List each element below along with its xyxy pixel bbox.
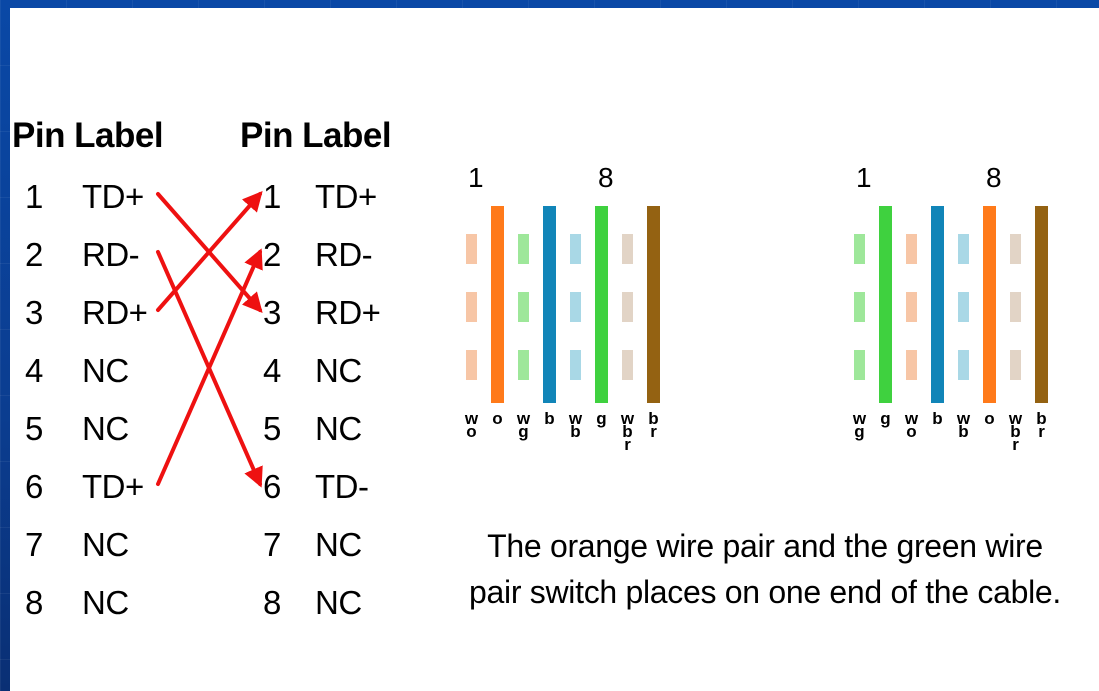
right-pin-number: 5 (263, 410, 281, 447)
wire-code: g (596, 409, 607, 428)
wire-solid (1035, 206, 1048, 403)
wire-stripe (906, 350, 917, 380)
wire-code: w b (956, 409, 971, 441)
wire-stripe (570, 350, 581, 380)
wire-stripe (518, 292, 529, 322)
right-pin-label: NC (315, 584, 362, 621)
wire-code: g (880, 409, 891, 428)
wire-solid (491, 206, 504, 403)
right-pin-number: 7 (263, 526, 281, 563)
wire-code: o (492, 409, 503, 428)
left-pin-number: 6 (25, 468, 43, 505)
right-pin-label: TD+ (315, 178, 377, 215)
right-pin-label: NC (315, 410, 362, 447)
wire-solid (595, 206, 608, 403)
right-table-header: Pin Label (240, 116, 392, 155)
wire-stripe (518, 350, 529, 380)
wire-code: w g (852, 409, 867, 441)
wire-stripe (570, 234, 581, 264)
first-pin-label: 1 (856, 162, 872, 193)
wire-code: b r (648, 409, 659, 441)
wire-code: b (544, 409, 555, 428)
caption-line-2: pair switch places on one end of the cab… (469, 574, 1061, 610)
right-pin-number: 1 (263, 178, 281, 215)
wire-code: w b r (620, 409, 635, 454)
wire-stripe (854, 292, 865, 322)
wire-stripe (958, 234, 969, 264)
caption-line-1: The orange wire pair and the green wire (487, 528, 1043, 564)
crossover-arrow-3-to-1 (156, 190, 263, 312)
wire-stripe (1010, 234, 1021, 264)
wire-stripe (622, 350, 633, 380)
left-pin-label: NC (82, 352, 129, 389)
wire-stripe (958, 350, 969, 380)
left-pin-label: TD+ (82, 468, 144, 505)
wire-solid (543, 206, 556, 403)
wire-stripe (854, 350, 865, 380)
wire-stripe (1010, 292, 1021, 322)
left-pin-number: 8 (25, 584, 43, 621)
wire-stripe (906, 234, 917, 264)
wire-code: w b r (1008, 409, 1023, 454)
last-pin-label: 8 (986, 162, 1002, 193)
wire-code: b (932, 409, 943, 428)
left-pin-label: NC (82, 410, 129, 447)
left-pin-number: 1 (25, 178, 43, 215)
wire-stripe (854, 234, 865, 264)
right-pin-number: 6 (263, 468, 281, 505)
wire-stripe (466, 292, 477, 322)
wire-code: w g (516, 409, 531, 441)
wire-stripe (518, 234, 529, 264)
right-pin-label: NC (315, 352, 362, 389)
wire-stripe (622, 234, 633, 264)
right-pin-number: 2 (263, 236, 281, 273)
left-pin-number: 4 (25, 352, 43, 389)
left-pin-number: 3 (25, 294, 43, 331)
wire-solid (931, 206, 944, 403)
left-pin-number: 2 (25, 236, 43, 273)
wire-stripe (466, 234, 477, 264)
left-pin-label: NC (82, 526, 129, 563)
left-pin-label: NC (82, 584, 129, 621)
wire-code: o (984, 409, 995, 428)
wire-code: w o (464, 409, 479, 441)
right-pin-number: 4 (263, 352, 281, 389)
wire-solid (879, 206, 892, 403)
left-pin-number: 5 (25, 410, 43, 447)
right-pin-label: RD+ (315, 294, 381, 331)
wire-stripe (958, 292, 969, 322)
caption: The orange wire pair and the green wire … (440, 523, 1090, 615)
wire-solid (647, 206, 660, 403)
wire-stripe (906, 292, 917, 322)
crossover-arrow-6-to-2 (156, 248, 263, 486)
left-pin-number: 7 (25, 526, 43, 563)
right-pin-number: 8 (263, 584, 281, 621)
left-pin-label: RD+ (82, 294, 148, 331)
wire-stripe (622, 292, 633, 322)
left-pin-label: TD+ (82, 178, 144, 215)
wire-code: w b (568, 409, 583, 441)
wire-code: w o (904, 409, 919, 441)
left-pin-label: RD- (82, 236, 140, 273)
wire-stripe (570, 292, 581, 322)
crossover-arrows (156, 190, 263, 488)
right-pin-label: TD- (315, 468, 369, 505)
wire-stripe (466, 350, 477, 380)
right-pin-label: NC (315, 526, 362, 563)
left-table-header: Pin Label (12, 116, 164, 155)
right-pin-number: 3 (263, 294, 281, 331)
wire-stripe (1010, 350, 1021, 380)
wire-solid (983, 206, 996, 403)
last-pin-label: 8 (598, 162, 614, 193)
wire-code: b r (1036, 409, 1047, 441)
right-pin-label: RD- (315, 236, 373, 273)
first-pin-label: 1 (468, 162, 484, 193)
